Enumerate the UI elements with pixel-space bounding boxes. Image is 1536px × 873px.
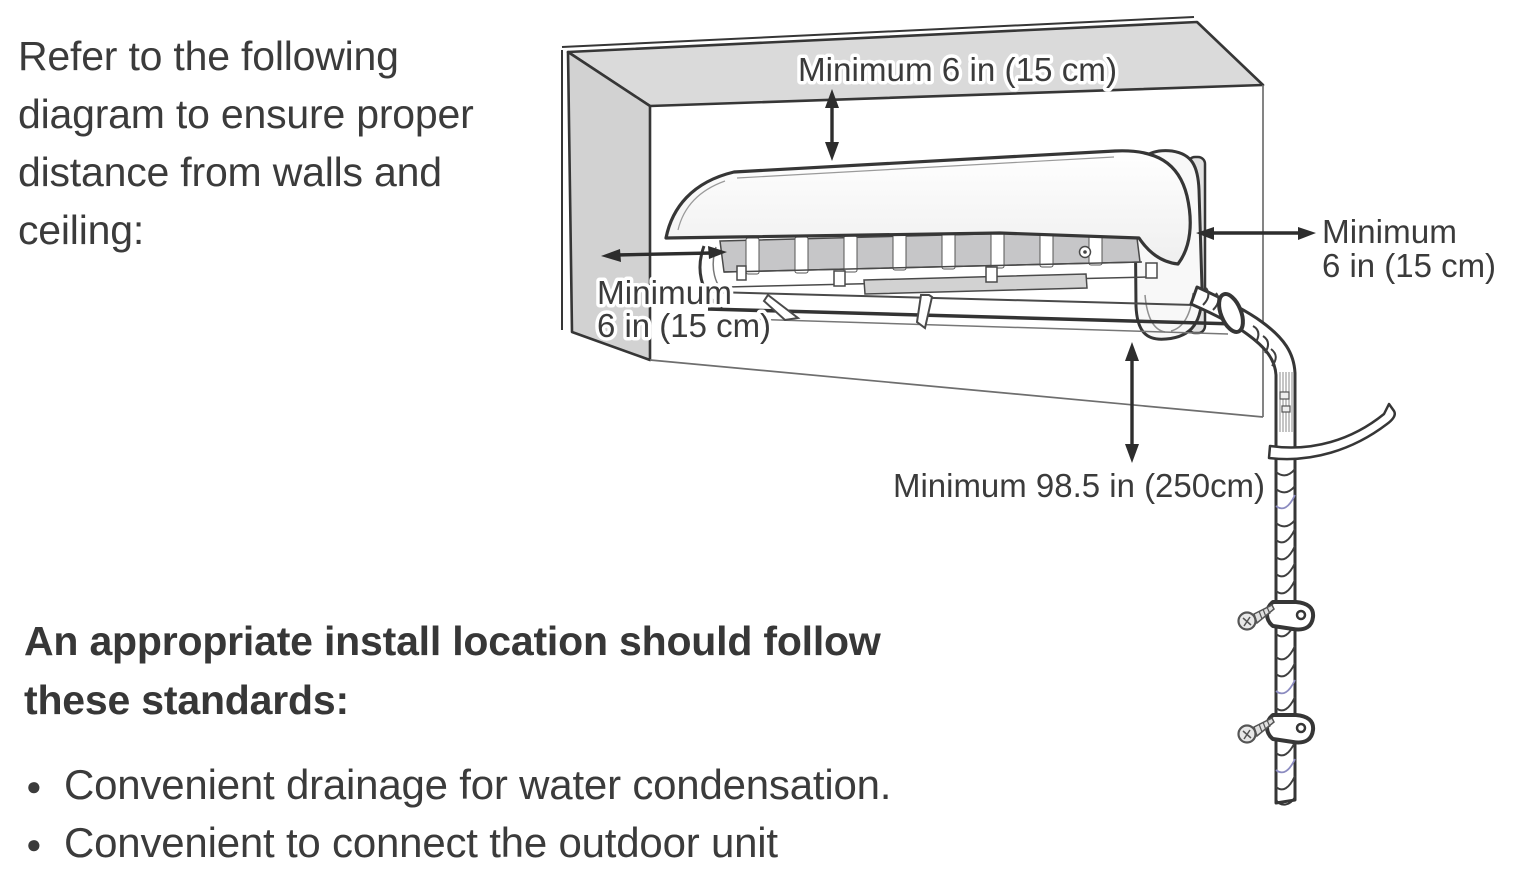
back-wall <box>649 85 1264 418</box>
clearance-label-right-line1: Minimum <box>1322 214 1457 251</box>
intro-line: diagram to ensure proper <box>18 91 474 137</box>
list-item: Convenient to connect the outdoor unit <box>24 814 1024 873</box>
standards-section: An appropriate install location should f… <box>24 612 1024 873</box>
pipe-collar-ring <box>1217 292 1245 334</box>
standards-heading: An appropriate install location should f… <box>24 612 1024 730</box>
intro-paragraph: Refer to the following diagram to ensure… <box>18 27 518 259</box>
clearance-label-bottom: Minimum 98.5 in (250cm) <box>893 468 1265 505</box>
pipe-clamp-2 <box>1265 713 1316 745</box>
cable-strap <box>1267 402 1396 461</box>
clearance-arrow-bottom <box>1125 342 1139 463</box>
clearance-arrow-left <box>601 246 727 262</box>
clearance-arrow-right <box>1196 227 1316 240</box>
bullet-text: Convenient to connect the outdoor unit <box>64 819 778 866</box>
clearance-label-left-line2: 6 in (15 cm) <box>597 308 771 345</box>
clearance-arrow-top <box>825 89 839 161</box>
bullet-text: Convenient drainage for water condensati… <box>64 761 892 808</box>
list-item: Convenient drainage for water condensati… <box>24 756 1024 815</box>
standards-heading-line: these standards: <box>24 677 349 723</box>
clearance-label-top: Minimum 6 in (15 cm) <box>798 52 1117 89</box>
clearance-label-left-line1: Minimum <box>597 275 732 312</box>
intro-line: Refer to the following <box>18 33 399 79</box>
intro-line: ceiling: <box>18 207 145 253</box>
cable-window <box>1279 372 1293 432</box>
clearance-label-right-line2: 6 in (15 cm) <box>1322 248 1496 285</box>
air-outlet <box>707 291 1237 335</box>
standards-bullet-list: Convenient drainage for water condensati… <box>24 756 1024 873</box>
ac-indoor-unit <box>664 149 1237 341</box>
drain-pipe <box>1189 285 1396 806</box>
intro-line: distance from walls and <box>18 149 442 195</box>
pipe-clamp-1 <box>1265 600 1316 632</box>
screw-icon-2 <box>1237 716 1275 744</box>
deflector-vane <box>915 294 934 330</box>
standards-heading-line: An appropriate install location should f… <box>24 618 881 664</box>
screw-icon-1 <box>1237 603 1275 631</box>
front-cover <box>664 149 1192 266</box>
